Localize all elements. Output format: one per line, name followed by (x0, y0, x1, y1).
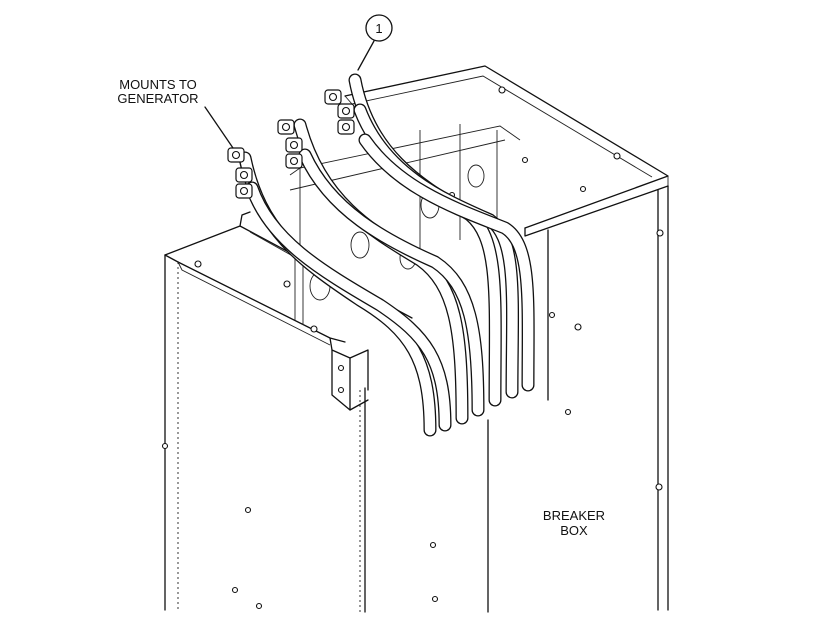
callout-1: 1 (357, 14, 393, 71)
breaker-label-line1: BREAKER (543, 508, 605, 523)
breaker-label-line2: BOX (560, 523, 588, 538)
power-cables (238, 73, 535, 437)
breaker-box-enclosure (344, 65, 669, 613)
fastener-holes (161, 86, 664, 610)
cable-lugs (227, 89, 355, 199)
mounts-label-line2: GENERATOR (117, 91, 198, 106)
mounts-leader-line (204, 106, 234, 149)
mounts-label-line1: MOUNTS TO (119, 77, 197, 92)
generator-enclosure (164, 211, 413, 611)
callout-number: 1 (375, 21, 382, 36)
